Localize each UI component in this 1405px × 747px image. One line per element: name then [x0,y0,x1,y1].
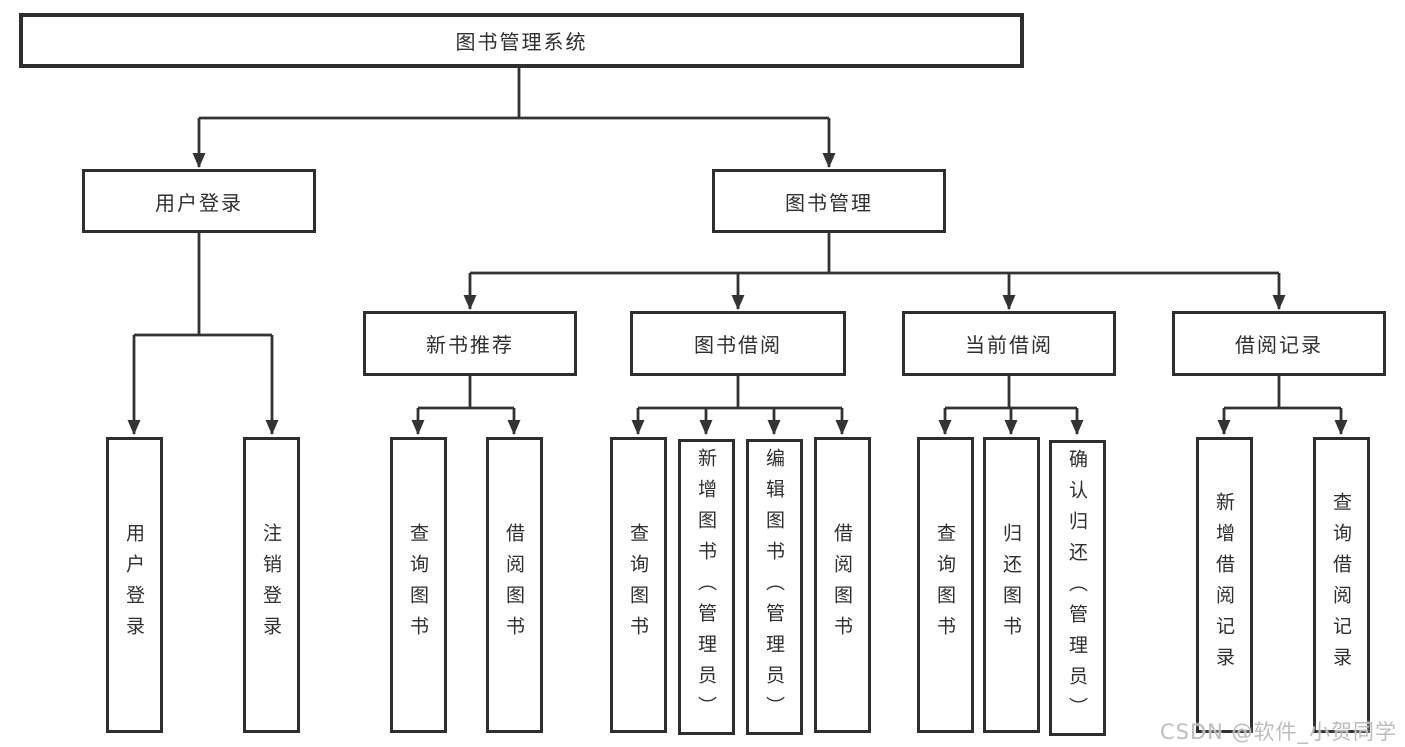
leaf-query-books-current: 查询图书 [917,437,974,733]
leaf-query-books-borrow-label: 查询图书 [627,523,649,647]
node-borrow-records-label: 借阅记录 [1235,333,1323,357]
node-book-borrow: 图书借阅 [630,311,846,376]
leaf-user-login-label: 用户登录 [123,523,145,647]
leaf-logout-label: 注销登录 [260,523,282,647]
leaf-borrow-books-borrow-label: 借阅图书 [831,523,853,647]
connector-trunks [134,68,1341,410]
leaf-query-books-recommend-label: 查询图书 [407,523,429,647]
node-current-borrow-label: 当前借阅 [965,333,1053,357]
leaf-logout: 注销登录 [243,437,300,733]
node-user-login-label: 用户登录 [155,190,243,215]
node-book-management-label: 图书管理 [785,190,873,215]
leaf-query-books-borrow: 查询图书 [610,437,667,733]
leaf-confirm-return-admin: 确认归还（管理员） [1049,440,1106,736]
connector-arrows [127,118,1348,435]
leaf-add-book-admin: 新增图书（管理员） [678,439,735,735]
leaf-add-book-admin-label: 新增图书（管理员） [695,447,717,727]
node-root-label: 图书管理系统 [455,30,588,54]
node-borrow-records: 借阅记录 [1172,311,1386,376]
leaf-edit-book-admin: 编辑图书（管理员） [746,439,803,735]
leaf-add-borrow-record-label: 新增借阅记录 [1213,492,1235,678]
leaf-query-books-recommend: 查询图书 [390,437,447,733]
node-current-borrow: 当前借阅 [902,311,1116,376]
node-book-borrow-label: 图书借阅 [694,333,782,357]
leaf-query-books-current-label: 查询图书 [934,523,956,647]
watermark: CSDN @软件_小贺同学 [1160,720,1398,744]
node-user-login: 用户登录 [82,169,316,233]
leaf-borrow-books-recommend-label: 借阅图书 [503,523,525,647]
node-new-book-recommend: 新书推荐 [363,311,577,376]
leaf-edit-book-admin-label: 编辑图书（管理员） [763,447,785,727]
node-new-book-recommend-label: 新书推荐 [426,333,514,357]
leaf-borrow-books-borrow: 借阅图书 [814,437,871,733]
leaf-return-books-label: 归还图书 [1000,523,1022,647]
leaf-query-borrow-record-label: 查询借阅记录 [1330,492,1352,678]
leaf-confirm-return-admin-label: 确认归还（管理员） [1066,448,1088,728]
node-root: 图书管理系统 [19,13,1024,68]
leaf-query-borrow-record: 查询借阅记录 [1313,437,1370,733]
leaf-return-books: 归还图书 [983,437,1040,733]
node-book-management: 图书管理 [712,169,946,233]
leaf-user-login: 用户登录 [106,437,163,733]
leaf-add-borrow-record: 新增借阅记录 [1196,437,1253,733]
leaf-borrow-books-recommend: 借阅图书 [486,437,543,733]
